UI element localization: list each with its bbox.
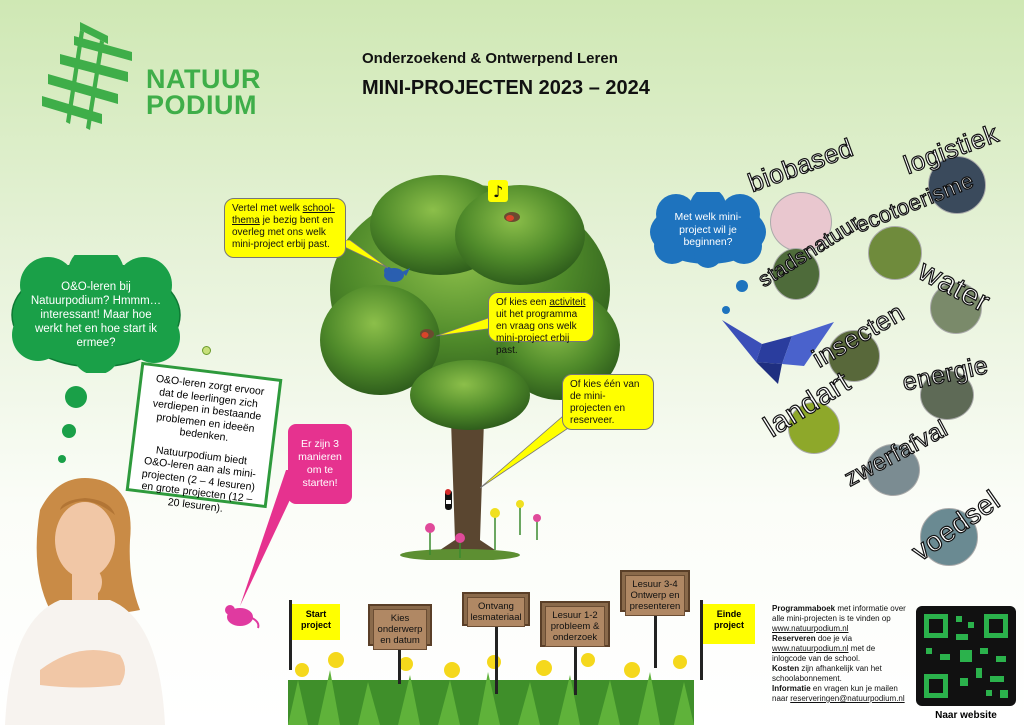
mini-project-cloud-text: Met welk mini-project wil je beginnen?	[674, 211, 742, 249]
theme-photo-zwerfafval[interactable]	[866, 444, 920, 496]
school-theme-link[interactable]: school-thema	[232, 203, 335, 226]
start-flag-pole	[289, 600, 292, 670]
bubble-mini-project: Of kies één van de mini-projecten en res…	[562, 374, 654, 430]
mini-project-cloud: Met welk mini-project wil je beginnen?	[646, 192, 770, 268]
theme-photo-voedsel[interactable]	[920, 508, 978, 566]
info-text: Programmaboek met informatie over alle m…	[772, 604, 906, 703]
theme-photo-ecotoerisme[interactable]	[868, 226, 922, 280]
page-title: MINI-PROJECTEN 2023 – 2024	[362, 77, 650, 99]
step-lesuur-1-2: Lesuur 1-2 probleem & onderzoek	[540, 601, 610, 647]
reserve-link[interactable]: www.natuurpodium.nl	[772, 644, 849, 653]
svg-text:♪: ♪	[493, 182, 503, 201]
theme-photo-water[interactable]	[930, 282, 982, 334]
connector-dot	[202, 346, 211, 355]
theme-photo-biobased[interactable]	[770, 192, 832, 252]
cloud-dot-2	[722, 306, 730, 314]
step-ontvang: Ontvang lesmateriaal	[462, 592, 530, 627]
theme-photo-landart[interactable]	[788, 402, 840, 454]
step1-pole	[398, 644, 401, 684]
website-link[interactable]: www.natuurpodium.nl	[772, 624, 849, 633]
question-cloud-text: O&O-leren bij Natuurpodium? Hmmm…interes…	[30, 281, 162, 349]
step4-pole	[654, 610, 657, 668]
flowers-illustration	[415, 500, 565, 560]
thought-dot-1	[65, 386, 87, 408]
brand-name: NATUUR PODIUM	[146, 64, 261, 120]
activity-link[interactable]: activiteit	[549, 297, 586, 308]
woodpecker-icon	[445, 489, 452, 510]
step2-pole	[495, 624, 498, 694]
cloud-dot-1	[736, 280, 748, 292]
question-cloud: O&O-leren bij Natuurpodium? Hmmm…interes…	[8, 255, 184, 373]
thinking-girl-illustration	[5, 478, 165, 725]
bubble-activity: Of kies een activiteit uit het programma…	[488, 292, 594, 356]
start-flag: Start project	[292, 604, 340, 640]
info-box-p1: O&O-leren zorgt ervoor dat de leerlingen…	[152, 372, 265, 444]
theme-biobased[interactable]: biobased	[743, 132, 858, 199]
bubble-school-theme: Vertel met welk school-thema je bezig be…	[224, 198, 346, 258]
step-kies: Kies onderwerp en datum	[368, 604, 432, 650]
step-lesuur-3-4: Lesuur 3-4 Ontwerp en presenteren	[620, 570, 690, 616]
end-flag: Einde project	[703, 604, 755, 644]
natuurpodium-logo-icon	[42, 22, 132, 130]
qr-code[interactable]	[916, 606, 1016, 706]
theme-photo-energie[interactable]	[920, 370, 974, 420]
theme-photo-stadsnatuur[interactable]	[772, 248, 820, 300]
robin-bird-icon	[504, 212, 520, 222]
qr-caption: Naar website	[935, 710, 997, 721]
robin-bird-icon-2	[420, 329, 434, 339]
thought-dot-3	[58, 455, 66, 463]
email-link[interactable]: reserveringen@natuurpodium.nl	[790, 694, 905, 703]
brand-line2: PODIUM	[146, 90, 257, 120]
thought-dot-2	[62, 424, 76, 438]
mouse-icon	[225, 605, 260, 629]
theme-photo-logistiek[interactable]	[928, 156, 986, 214]
end-flag-pole	[700, 600, 703, 680]
bluebird-icon	[384, 267, 410, 282]
page-subtitle: Onderzoekend & Ontwerpend Leren	[362, 50, 618, 67]
pink-callout-pointer	[240, 470, 304, 606]
origami-bird-icon	[722, 320, 834, 384]
grass-strip	[288, 652, 694, 725]
step3-pole	[574, 645, 577, 695]
pink-callout-text: Er zijn 3 manieren om te starten!	[298, 438, 342, 489]
pink-callout: Er zijn 3 manieren om te starten!	[288, 424, 352, 504]
brand-line1: NATUUR	[146, 64, 261, 94]
theme-photo-insecten[interactable]	[828, 330, 880, 382]
bubble-pointer-2	[436, 316, 495, 337]
music-note-icon: ♪	[488, 180, 508, 202]
